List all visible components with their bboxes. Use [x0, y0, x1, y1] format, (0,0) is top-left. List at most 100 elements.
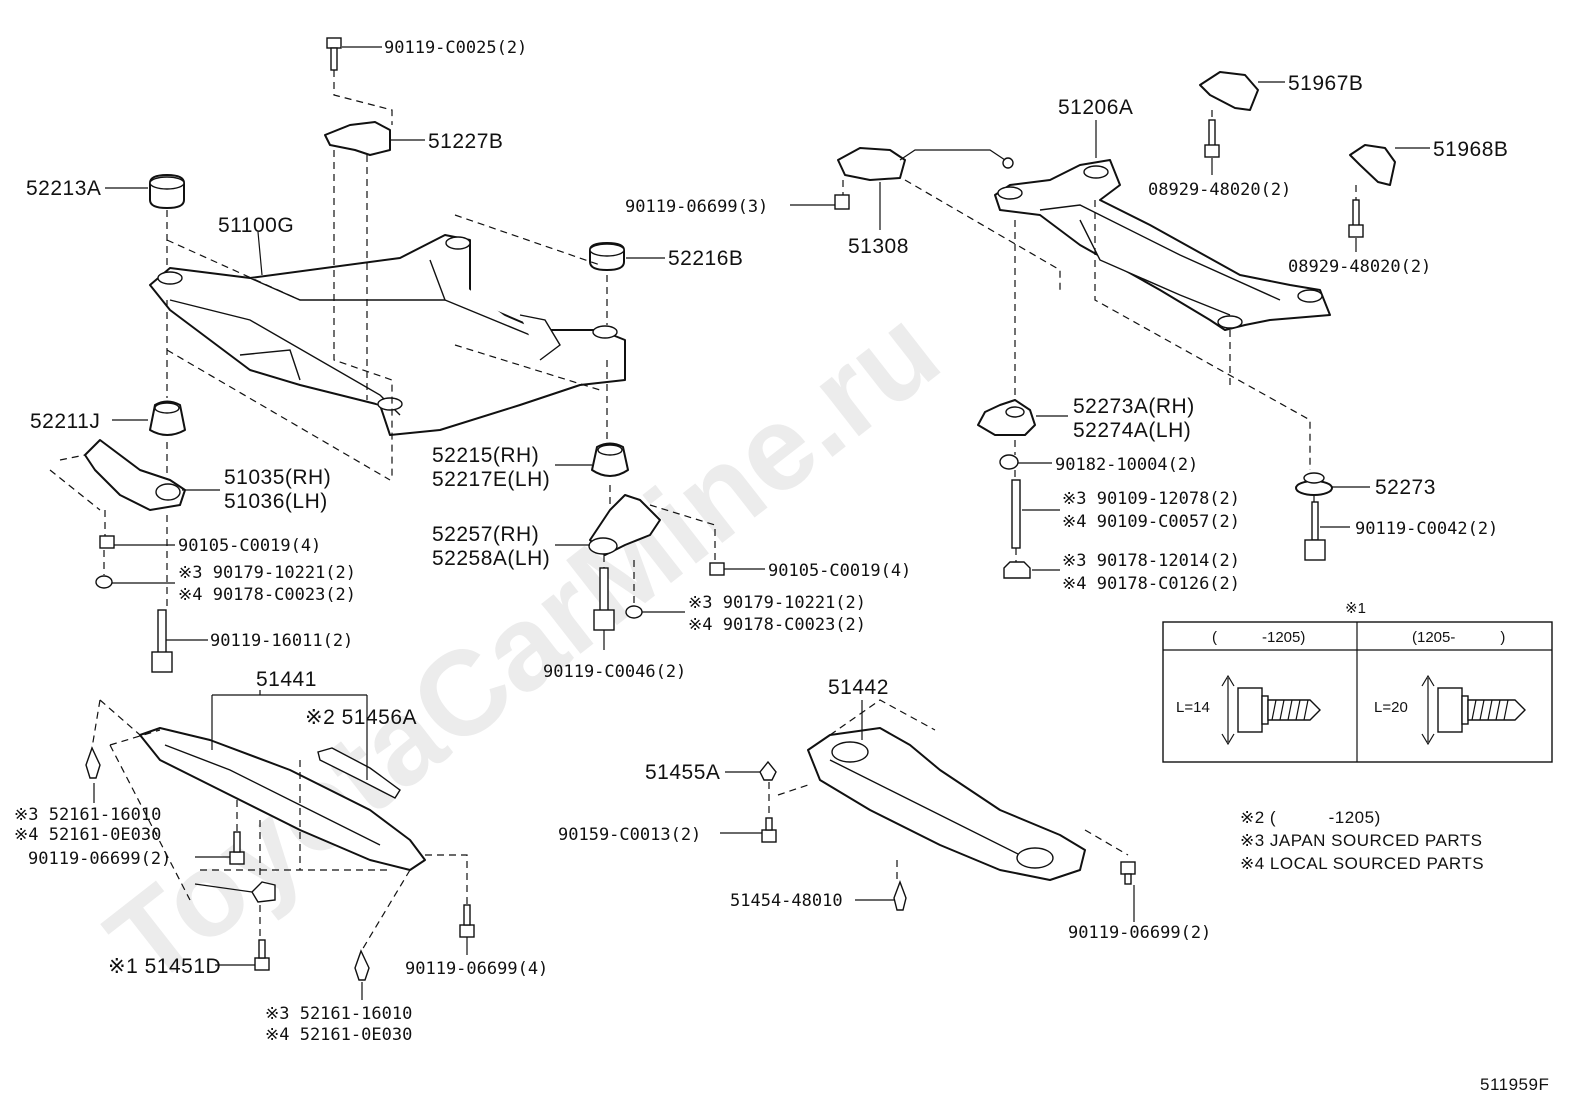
- clip-52161-a[interactable]: [85, 746, 101, 779]
- rear-cover-51442[interactable]: [807, 727, 1086, 881]
- label-90179-b[interactable]: ※3 90179-10221(2): [688, 593, 866, 613]
- stabilizer-51308[interactable]: [837, 147, 1014, 181]
- bracket-51035[interactable]: [84, 439, 186, 511]
- label-52273[interactable]: 52273: [1375, 476, 1436, 499]
- cushion-52215[interactable]: [591, 442, 629, 477]
- label-90182[interactable]: 90182-10004(2): [1055, 455, 1198, 475]
- dashed-guides: [49, 70, 1357, 951]
- screw-icon-right: [1421, 674, 1526, 746]
- label-90119-06699-2b[interactable]: 90119-06699(2): [1068, 923, 1211, 943]
- label-51968b[interactable]: 51968B: [1433, 138, 1508, 161]
- bolt-51451d[interactable]: [254, 939, 270, 971]
- label-52257[interactable]: 52257(RH): [432, 523, 539, 546]
- bolt-08929-b[interactable]: [1348, 199, 1364, 238]
- label-51308[interactable]: 51308: [848, 235, 909, 258]
- label-90109-b[interactable]: ※4 90109-C0057(2): [1062, 512, 1240, 532]
- label-90178-c[interactable]: ※3 90178-12014(2): [1062, 551, 1240, 571]
- engine-under-cover-51441[interactable]: [139, 727, 426, 871]
- label-90159[interactable]: 90159-C0013(2): [558, 825, 701, 845]
- cushion-52211j[interactable]: [149, 400, 186, 436]
- part-labels: 90119-C0025(2) 51227B 52213A 51100G 5221…: [14, 38, 1508, 1045]
- label-52216b[interactable]: 52216B: [668, 247, 743, 270]
- label-90109-a[interactable]: ※3 90109-12078(2): [1062, 489, 1240, 509]
- cushion-52216b[interactable]: [589, 242, 625, 271]
- bolt-90119-c0042[interactable]: [1304, 501, 1326, 561]
- nut-90182[interactable]: [999, 454, 1019, 470]
- label-90119-06699-2a[interactable]: 90119-06699(2): [28, 849, 171, 869]
- bolt-90119-06699-4[interactable]: [459, 904, 475, 938]
- bolt-90119-06699-2b[interactable]: [1120, 861, 1136, 885]
- leader-lines: [93, 46, 1430, 1000]
- label-52211j[interactable]: 52211J: [30, 410, 100, 433]
- bolt-90105-c0019-left[interactable]: [99, 535, 115, 549]
- seal-51456a[interactable]: [317, 747, 401, 799]
- label-51454[interactable]: 51454-48010: [730, 891, 843, 911]
- label-52213a[interactable]: 52213A: [26, 177, 101, 200]
- label-90119-c0042[interactable]: 90119-C0042(2): [1355, 519, 1498, 539]
- label-90119-06699-3[interactable]: 90119-06699(3): [625, 197, 768, 217]
- label-51441[interactable]: 51441: [256, 668, 317, 691]
- nut-52119c[interactable]: [251, 881, 276, 903]
- label-52258a[interactable]: 52258A(LH): [432, 547, 550, 570]
- label-51456a[interactable]: ※2 51456A: [305, 706, 417, 729]
- bolt-90119-16011[interactable]: [151, 609, 173, 673]
- label-51036[interactable]: 51036(LH): [224, 490, 328, 513]
- table-header-1: ( -1205): [1212, 629, 1305, 646]
- screw-icon-left: [1221, 674, 1321, 746]
- label-51455a[interactable]: 51455A: [645, 761, 720, 784]
- label-90119-c0046[interactable]: 90119-C0046(2): [543, 662, 686, 682]
- nut-90179-mid[interactable]: [625, 605, 643, 619]
- bolt-90105-c0019-mid[interactable]: [709, 562, 725, 576]
- label-08929-a[interactable]: 08929-48020(2): [1148, 180, 1291, 200]
- clip-52161-b[interactable]: [354, 949, 370, 981]
- bracket-51967b[interactable]: [1199, 71, 1259, 111]
- bolt-90119-06699-2a[interactable]: [229, 831, 245, 865]
- table-length-1: L=14: [1176, 699, 1210, 716]
- label-90119-16011[interactable]: 90119-16011(2): [210, 631, 353, 651]
- bolt-90119-c0025[interactable]: [326, 37, 342, 71]
- label-51442[interactable]: 51442: [828, 676, 889, 699]
- label-52274a[interactable]: 52274A(LH): [1073, 419, 1191, 442]
- mount-52273a[interactable]: [977, 399, 1036, 436]
- footnotes: ※2 ( -1205) ※3 JAPAN SOURCED PARTS ※4 LO…: [1240, 808, 1484, 873]
- label-90119-06699-4[interactable]: 90119-06699(4): [405, 959, 548, 979]
- label-90105-c0019-a[interactable]: 90105-C0019(4): [178, 536, 321, 556]
- nut-90179-left[interactable]: [95, 575, 113, 589]
- bracket-52257[interactable]: [588, 494, 661, 556]
- bracket-51968b[interactable]: [1349, 144, 1396, 186]
- label-52273a[interactable]: 52273A(RH): [1073, 395, 1195, 418]
- label-90119-c0025[interactable]: 90119-C0025(2): [384, 38, 527, 58]
- label-51035[interactable]: 51035(RH): [224, 466, 331, 489]
- label-90178-d[interactable]: ※4 90178-C0126(2): [1062, 574, 1240, 594]
- nut-90178-rear[interactable]: [1003, 561, 1031, 579]
- bolt-90119-06699-3[interactable]: [834, 194, 850, 210]
- label-51206a[interactable]: 51206A: [1058, 96, 1133, 119]
- label-51100g[interactable]: 51100G: [218, 214, 294, 237]
- clip-51454[interactable]: [893, 880, 907, 911]
- label-90105-c0019-b[interactable]: 90105-C0019(4): [768, 561, 911, 581]
- label-90179-a[interactable]: ※3 90179-10221(2): [178, 563, 356, 583]
- label-52161-b2[interactable]: ※4 52161-0E030: [265, 1025, 412, 1045]
- label-52161-a2[interactable]: ※4 52161-0E030: [14, 825, 161, 845]
- label-90178-a[interactable]: ※4 90178-C0023(2): [178, 585, 356, 605]
- bolt-90159[interactable]: [761, 817, 777, 843]
- label-52217e[interactable]: 52217E(LH): [432, 468, 550, 491]
- label-90178-b[interactable]: ※4 90178-C0023(2): [688, 615, 866, 635]
- bolt-08929-a[interactable]: [1204, 119, 1220, 158]
- front-subframe[interactable]: [149, 234, 626, 436]
- label-51967b[interactable]: 51967B: [1288, 72, 1363, 95]
- stud-90109[interactable]: [1011, 479, 1021, 549]
- label-08929-b[interactable]: 08929-48020(2): [1288, 257, 1431, 277]
- table-length-2: L=20: [1374, 699, 1408, 716]
- label-51451d[interactable]: ※1 51451D: [108, 955, 221, 978]
- label-52215[interactable]: 52215(RH): [432, 444, 539, 467]
- label-52161-b1[interactable]: ※3 52161-16010: [265, 1004, 412, 1024]
- washer-52273[interactable]: [1295, 472, 1333, 496]
- label-51227b[interactable]: 51227B: [428, 130, 503, 153]
- clip-51455a[interactable]: [759, 760, 777, 781]
- note-3: ※3 JAPAN SOURCED PARTS: [1240, 831, 1483, 850]
- label-52161-a1[interactable]: ※3 52161-16010: [14, 805, 161, 825]
- rear-member-51206a[interactable]: [994, 159, 1331, 331]
- bracket-51227b[interactable]: [324, 121, 391, 156]
- cushion-52213a[interactable]: [149, 174, 185, 209]
